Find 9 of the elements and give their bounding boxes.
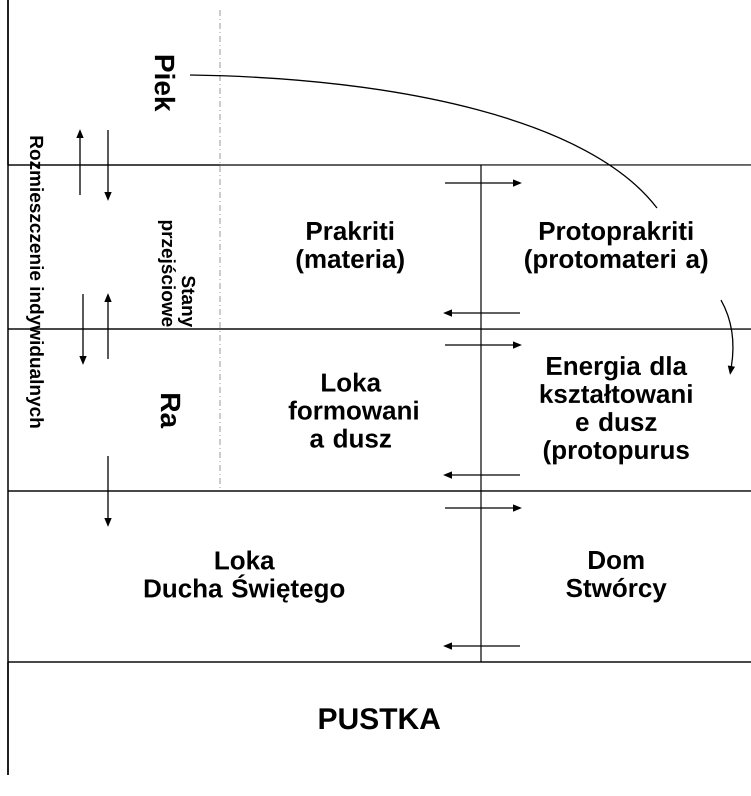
band-cell: Loka formowani a dusz (220, 328, 481, 492)
node-label: Stany przejściowe (158, 220, 196, 328)
band-cell: Prakriti (materia) (220, 164, 481, 330)
band-cell: Dom Stwórcy (481, 490, 751, 663)
band-cell: Energia dla kształtowani e dusz (protopurus (481, 328, 751, 492)
band-cell: Loka Ducha Świętego (8, 490, 481, 663)
band-cell: PUSTKA (7, 661, 751, 775)
axis-label: Rozmieszczenie indywidualnych (26, 136, 44, 428)
band-cell: Protoprakriti (protomateri a) (481, 164, 751, 330)
